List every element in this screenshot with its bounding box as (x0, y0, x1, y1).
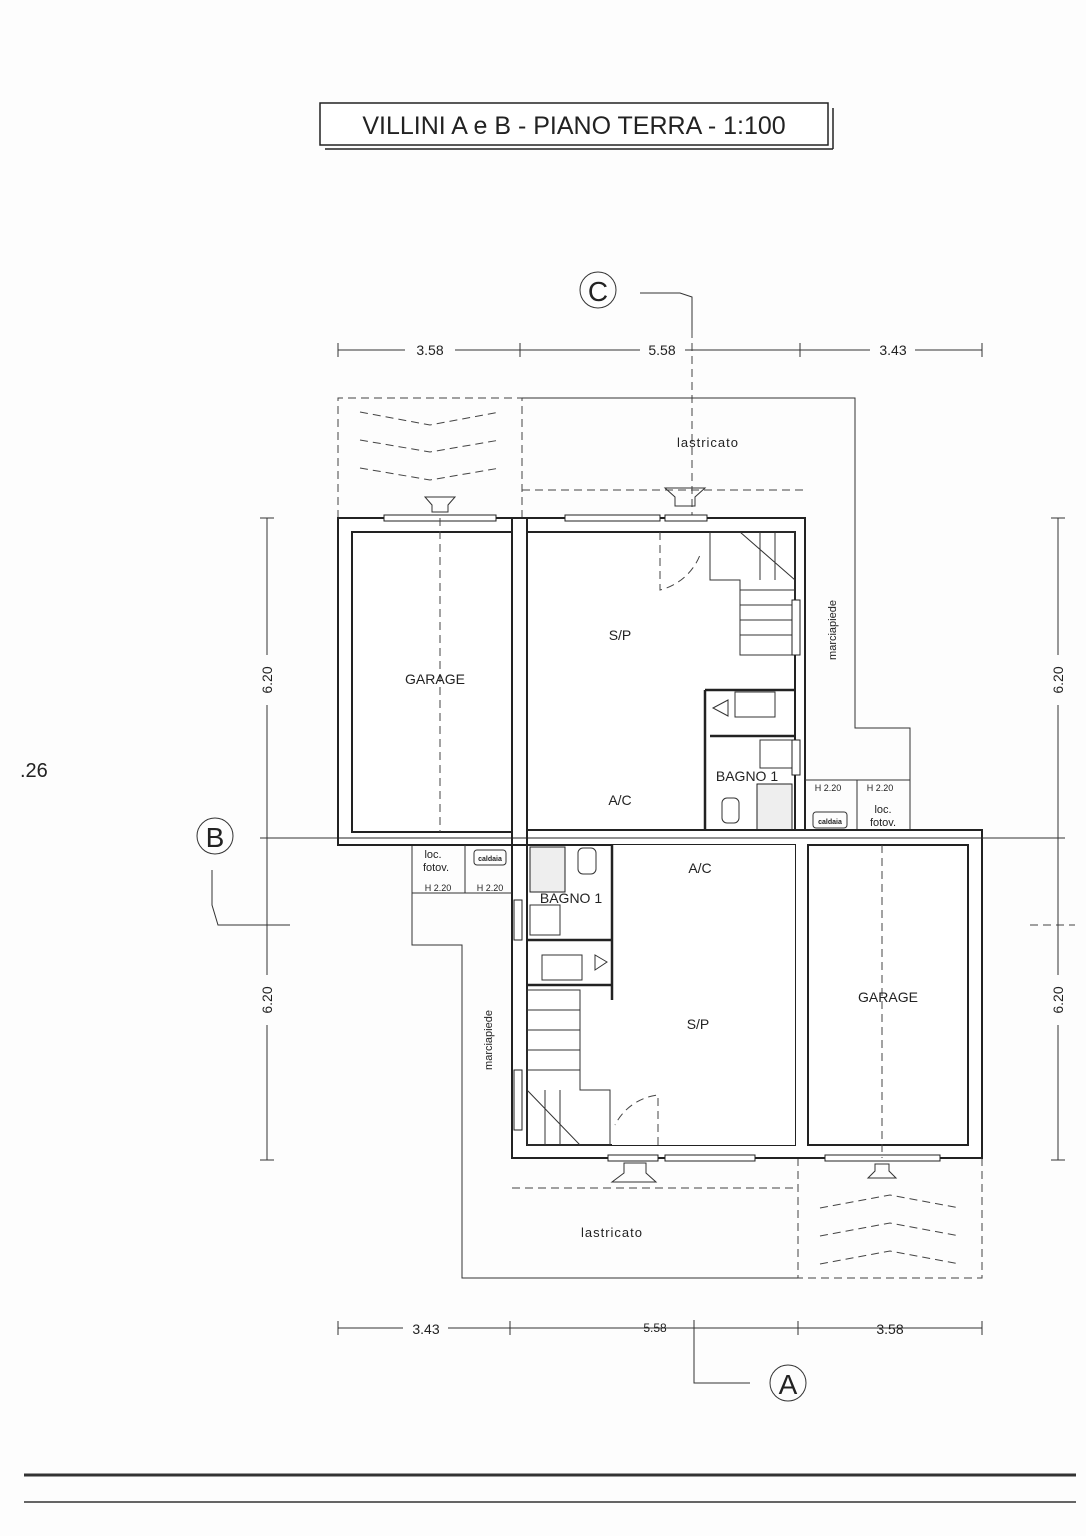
svg-text:H 2.20: H 2.20 (815, 783, 842, 793)
dimension-line-right: 6.20 6.20 (982, 517, 1066, 1161)
boiler-label-b: caldaia (478, 856, 502, 863)
garage-room-b (807, 844, 969, 1146)
svg-text:A: A (779, 1369, 798, 1400)
sp-label-a: S/P (609, 627, 632, 643)
svg-text:6.20: 6.20 (259, 666, 275, 693)
entrance-arrow-icon (423, 496, 457, 513)
margin-note: .26 (20, 760, 48, 782)
section-marker-c: C (579, 271, 693, 518)
garage-label-b: GARAGE (858, 989, 918, 1005)
svg-text:H 2.20: H 2.20 (867, 783, 894, 793)
entrance-arrow-icon (610, 1162, 658, 1183)
dimension-line-bottom: 3.43 5.58 3.58 (337, 1318, 983, 1337)
garage-room-a (351, 531, 514, 833)
exterior-paving-a: lastricato (337, 397, 911, 830)
svg-text:5.58: 5.58 (643, 1321, 667, 1335)
svg-text:H 2.20: H 2.20 (477, 883, 504, 893)
boiler-label-a: caldaia (818, 819, 842, 826)
sidewalk-label-a: marciapiede (827, 600, 839, 660)
svg-text:3.43: 3.43 (879, 342, 906, 358)
sp-label-b: S/P (687, 1016, 710, 1032)
section-marker-a: A (693, 1320, 807, 1402)
entrance-arrow-icon (866, 1163, 898, 1179)
living-room-a (526, 531, 796, 833)
section-marker-b: B (196, 817, 1075, 926)
paving-label-a: lastricato (677, 435, 739, 450)
svg-text:fotov.: fotov. (870, 817, 896, 829)
garage-label-a: GARAGE (405, 671, 465, 687)
svg-text:6.20: 6.20 (1050, 986, 1066, 1013)
svg-text:loc.: loc. (424, 849, 441, 861)
ac-label-b: A/C (688, 860, 711, 876)
ac-label-a: A/C (608, 792, 631, 808)
dimension-line-left: 6.20 6.20 (259, 517, 338, 1161)
title-box: VILLINI A e B - PIANO TERRA - 1:100 (319, 102, 834, 150)
exterior-paving-b: lastricato (411, 845, 983, 1279)
dimension-line-top: 3.58 5.58 3.43 (337, 340, 983, 358)
paving-label-b: lastricato (581, 1225, 643, 1240)
entrance-arrow-icon (663, 487, 707, 507)
svg-text:5.58: 5.58 (648, 342, 675, 358)
svg-text:6.20: 6.20 (259, 986, 275, 1013)
svg-text:H 2.20: H 2.20 (425, 883, 452, 893)
bathroom-label-b: BAGNO 1 (540, 890, 602, 906)
svg-text:B: B (206, 822, 225, 853)
svg-text:3.58: 3.58 (876, 1321, 903, 1337)
bathroom-label-a: BAGNO 1 (716, 768, 778, 784)
villa-b: H 2.20 H 2.20 caldaia loc. fotov. GARAGE… (412, 829, 983, 1183)
svg-text:3.43: 3.43 (412, 1321, 439, 1337)
svg-text:loc.: loc. (874, 804, 891, 816)
sidewalk-label-b: marciapiede (483, 1010, 495, 1070)
svg-text:6.20: 6.20 (1050, 666, 1066, 693)
svg-text:3.58: 3.58 (416, 342, 443, 358)
svg-text:fotov.: fotov. (423, 862, 449, 874)
svg-text:C: C (588, 276, 608, 307)
villa-a: H 2.20 H 2.20 caldaia loc. fotov. GARAGE… (337, 487, 910, 846)
plan-title: VILLINI A e B - PIANO TERRA - 1:100 (362, 112, 785, 140)
